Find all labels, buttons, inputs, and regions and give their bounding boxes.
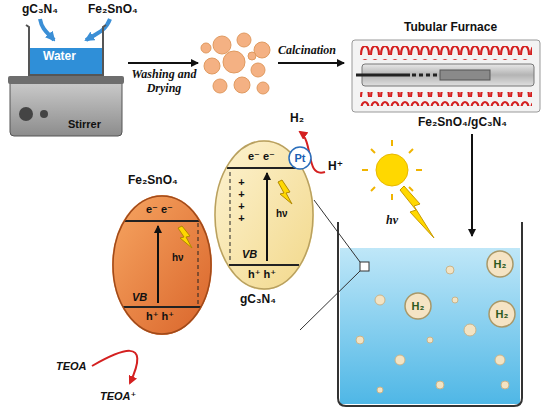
node-label: Pt xyxy=(295,152,306,165)
node-label: Tubular Furnace xyxy=(404,21,497,35)
band-label: e⁻ e⁻ xyxy=(248,150,275,163)
node-label: Stirrer xyxy=(68,118,101,131)
light-label: hν xyxy=(386,214,398,228)
node-label: Water xyxy=(43,50,76,64)
material-label: Fe₂SnO₄ xyxy=(88,3,138,17)
band-label: + + + + xyxy=(236,176,247,224)
pt-cocatalyst: Pt xyxy=(288,146,312,170)
h2-bubble: H₂ xyxy=(486,250,514,278)
band-label: h⁺ h⁺ xyxy=(248,268,276,281)
node-label: Fe₂SnO₄ xyxy=(128,174,178,188)
node-label: H₂ xyxy=(494,258,507,271)
step-label: Calcination xyxy=(278,44,336,58)
node-label: gC₃N₄ xyxy=(240,293,276,307)
band-label: h⁺ h⁺ xyxy=(146,310,174,323)
product-label: H₂ xyxy=(290,112,304,126)
node-label: H₂ xyxy=(412,300,425,313)
product-label: Fe₂SnO₄/gC₃N₄ xyxy=(418,116,507,130)
h2-bubble: H₂ xyxy=(404,292,432,320)
material-label: gC₃N₄ xyxy=(22,3,58,17)
magnetic-stirrer: Stirrer xyxy=(10,84,122,136)
step-label: Washing and Drying xyxy=(124,68,204,96)
reagent-label: TEOA xyxy=(56,360,87,373)
band-label: hν xyxy=(276,208,288,220)
node-label: H₂ xyxy=(496,308,509,321)
mixing-beaker: Water xyxy=(28,24,104,76)
band-label: hν xyxy=(172,252,184,264)
h2-bubble: H₂ xyxy=(488,300,516,328)
fe2sno4-band: Fe₂SnO₄e⁻ e⁻hνVBh⁺ h⁺ xyxy=(112,195,212,335)
tubular-furnace: Tubular Furnace xyxy=(352,40,540,112)
band-label: e⁻ e⁻ xyxy=(146,203,173,216)
ion-label: H⁺ xyxy=(328,160,343,174)
band-label: VB xyxy=(242,248,257,261)
reagent-label: TEOA⁺ xyxy=(100,390,136,403)
band-label: VB xyxy=(132,291,147,304)
